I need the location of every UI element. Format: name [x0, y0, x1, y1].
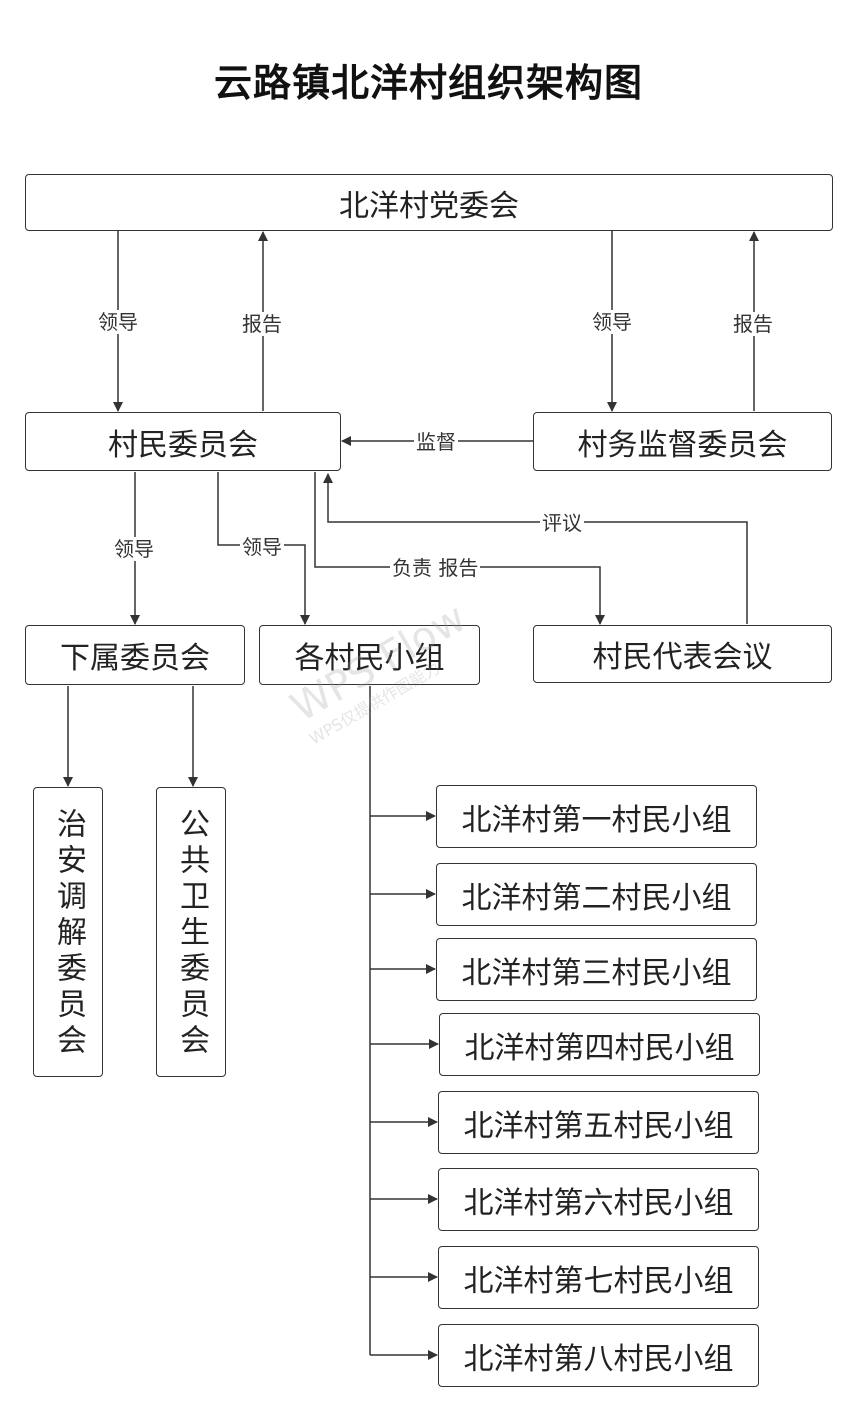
node-group-3: 北洋村第三村民小组	[436, 938, 757, 1001]
node-group-8: 北洋村第八村民小组	[438, 1324, 759, 1387]
label-village-party-report: 报告	[240, 312, 284, 336]
label-village-groups-lead: 领导	[240, 535, 284, 559]
chart-title: 云路镇北洋村组织架构图	[213, 61, 643, 105]
node-villager-groups: 各村民小组	[259, 625, 480, 685]
node-group-6: 北洋村第六村民小组	[438, 1168, 759, 1231]
node-party-committee: 北洋村党委会	[25, 174, 833, 231]
node-group-7: 北洋村第七村民小组	[438, 1246, 759, 1309]
node-village-committee: 村民委员会	[25, 412, 341, 471]
node-group-5: 北洋村第五村民小组	[438, 1091, 759, 1154]
node-representatives-meeting: 村民代表会议	[533, 625, 832, 683]
edge-representatives-to-village	[323, 473, 748, 624]
node-health-committee: 公共卫生委员会	[156, 787, 226, 1077]
label-supervision-party-report: 报告	[731, 312, 775, 336]
label-review: 评议	[540, 511, 584, 535]
node-group-4: 北洋村第四村民小组	[439, 1013, 760, 1076]
edge-village-to-representatives	[314, 472, 605, 625]
label-supervise: 监督	[414, 430, 458, 454]
node-group-1: 北洋村第一村民小组	[436, 785, 757, 848]
node-sub-committees: 下属委员会	[25, 625, 245, 685]
node-supervision-committee: 村务监督委员会	[533, 412, 832, 471]
label-responsible-report: 负责 报告	[390, 556, 481, 580]
node-mediation-committee: 治安调解委员会	[33, 787, 103, 1077]
label-party-supervision-lead: 领导	[590, 310, 634, 334]
label-village-sub-lead: 领导	[112, 537, 156, 561]
node-group-2: 北洋村第二村民小组	[436, 863, 757, 926]
label-party-village-lead: 领导	[96, 310, 140, 334]
